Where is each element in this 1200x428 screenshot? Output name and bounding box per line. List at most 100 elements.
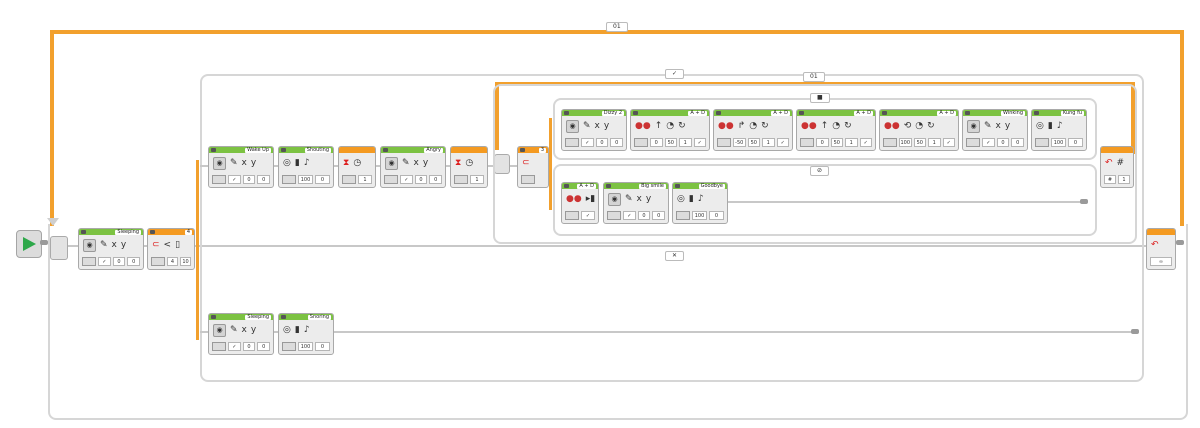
off-mode-icon[interactable]	[565, 211, 579, 220]
stop-icon: ▸▮	[585, 194, 596, 204]
compare-icon: <	[163, 240, 172, 250]
folder-icon[interactable]	[282, 342, 296, 351]
inner-switch-false-tab[interactable]: ⊘	[810, 166, 830, 176]
switch-true-tab[interactable]: ✓	[665, 69, 685, 79]
rotation-icon: ↻	[678, 121, 686, 131]
infinity-icon[interactable]: ∞	[1150, 257, 1172, 266]
outer-loop-counter[interactable]: 01	[606, 22, 628, 32]
start-block[interactable]	[16, 230, 42, 258]
y-input[interactable]: 0	[127, 257, 141, 266]
check-icon[interactable]: ✓	[98, 257, 111, 266]
motor-icon: ●●	[635, 121, 651, 131]
sensor-mode[interactable]	[521, 175, 535, 184]
hourglass-icon: ⧗	[343, 158, 350, 168]
eraser-icon: ✎	[583, 121, 591, 131]
steering-icon: ↱	[737, 121, 746, 131]
motor-icon: ●●	[801, 121, 817, 131]
sensor-switch-block-2[interactable]: 3 ⊂	[517, 146, 549, 188]
inner-bottom-wire	[727, 201, 1083, 203]
inner-bottom-wire-end	[1080, 199, 1088, 204]
inner-switch-branch-wire	[549, 118, 552, 210]
display-icon: ◉	[566, 119, 579, 133]
outer-loop-end[interactable]: ↶ ∞	[1146, 228, 1176, 270]
eraser-icon: ✎	[984, 121, 992, 131]
gauge-icon: ◔	[666, 121, 675, 131]
switch-bottom-frame	[200, 250, 1144, 382]
folder-icon[interactable]	[212, 342, 226, 351]
count-input[interactable]: 1	[1118, 175, 1130, 184]
wait-block-1[interactable]: ⧗◷ 1	[338, 146, 376, 188]
sensor-switch-block[interactable]: 4 ⊂ < ▯ 4 10	[147, 228, 195, 270]
note-icon: ♪	[1056, 121, 1063, 131]
folder-icon[interactable]	[565, 138, 579, 147]
switch-false-tab[interactable]: ✕	[665, 251, 685, 261]
inner-loop-counter[interactable]: 01	[803, 72, 825, 82]
display-icon: ◉	[608, 192, 621, 206]
loop-start-arrow	[47, 218, 59, 226]
motor-mode[interactable]	[634, 138, 648, 147]
motor-block-stop[interactable]: A + D ●●▸▮ ✓	[561, 182, 599, 224]
wait-block-2[interactable]: ⧗◷ 1	[450, 146, 488, 188]
motor-mode[interactable]	[717, 138, 731, 147]
start-plug	[40, 240, 48, 245]
eraser-icon: ✎	[402, 158, 410, 168]
folder-icon[interactable]	[384, 175, 398, 184]
volume-icon: ▮	[294, 158, 300, 168]
sensor-mode[interactable]	[151, 257, 165, 266]
inner-loop-left-bar	[495, 82, 499, 150]
inner-loop-frame	[493, 84, 1137, 244]
steering-icon: ⟲	[903, 121, 912, 131]
threshold-input[interactable]: 10	[180, 257, 191, 266]
x-input[interactable]: 0	[112, 257, 126, 266]
folder-icon[interactable]	[966, 138, 980, 147]
count-mode[interactable]: #	[1104, 175, 1116, 184]
block-name: Sleeping	[115, 228, 141, 235]
note-icon: ♪	[697, 194, 704, 204]
eraser-icon: ✎	[230, 158, 238, 168]
motor-mode[interactable]	[800, 138, 814, 147]
gauge-icon: ◔	[915, 121, 924, 131]
bottom-branch-wire	[200, 331, 1134, 333]
speaker-icon: ◎	[283, 325, 291, 335]
note-icon: ♪	[303, 158, 310, 168]
folder-icon[interactable]	[1035, 138, 1049, 147]
folder-icon[interactable]	[282, 175, 296, 184]
rotation-icon: ↻	[761, 121, 769, 131]
folder-icon[interactable]	[212, 175, 226, 184]
timer-mode[interactable]	[342, 175, 356, 184]
motor-mode[interactable]	[883, 138, 897, 147]
folder-icon[interactable]	[676, 211, 690, 220]
volume-icon: ▮	[294, 325, 300, 335]
outer-loop-start[interactable]	[50, 236, 68, 260]
gauge-icon: ◔	[749, 121, 758, 131]
display-icon: ◉	[83, 238, 96, 252]
timer-icon: ◷	[353, 158, 362, 168]
folder-icon[interactable]	[607, 211, 621, 220]
rotation-icon: ↻	[927, 121, 935, 131]
main-wire	[68, 245, 1148, 247]
compare-op[interactable]: 4	[167, 257, 178, 266]
timer-mode[interactable]	[454, 175, 468, 184]
display-block-sleeping[interactable]: Sleeping ◉ ✎ x y ✓ 0 0	[78, 228, 144, 270]
inner-loop-end[interactable]: ↶# #1	[1100, 146, 1134, 188]
steering-icon: ↑	[820, 121, 829, 131]
folder-icon[interactable]	[82, 257, 96, 266]
timer-icon: ◷	[465, 158, 474, 168]
inner-switch-true-tab[interactable]: ■	[810, 93, 830, 103]
outer-loop-left-bar	[50, 30, 54, 226]
outer-loop-right-bar	[1180, 30, 1184, 226]
